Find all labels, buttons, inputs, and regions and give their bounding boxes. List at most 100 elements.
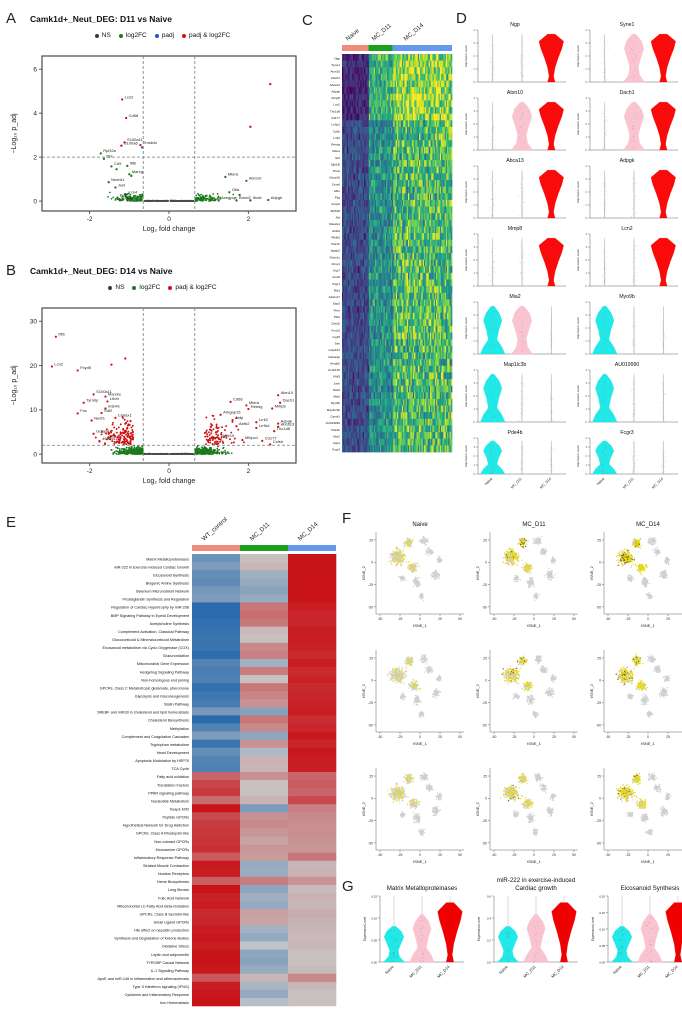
svg-text:Cd68: Cd68 [129,113,139,118]
svg-text:-2: -2 [87,468,93,475]
svg-text:Ifitb: Ifitb [130,161,137,166]
svg-text:Ngp: Ngp [334,56,340,60]
svg-text:Marcks: Marcks [108,391,121,396]
svg-text:Lcn2: Lcn2 [125,94,134,99]
svg-text:Mmp8: Mmp8 [332,96,341,100]
legend-item: log2FC [118,32,147,39]
legend-label: NS [115,284,125,291]
svg-text:Rpl32a: Rpl32a [103,148,116,153]
svg-text:0: 0 [33,198,37,205]
svg-text:4: 4 [33,110,37,117]
svg-text:Marcg: Marcg [132,169,143,174]
svg-text:Lrrk2: Lrrk2 [259,417,269,422]
svg-text:Cospd: Cospd [331,202,340,206]
svg-text:Lcn4: Lcn4 [129,189,138,194]
svg-text:Nedr1: Nedr1 [94,415,106,420]
legend-item: padj [154,32,175,39]
svg-text:Cd177: Cd177 [265,436,278,441]
svg-text:Dach1: Dach1 [283,398,295,403]
svg-text:10: 10 [30,407,38,414]
svg-text:Mtera: Mtera [249,400,260,405]
legend-swatch-ns [108,285,113,290]
svg-text:Dbi: Dbi [106,154,112,159]
svg-text:Retnlg: Retnlg [331,143,340,147]
svg-text:Slpi18l: Slpi18l [331,162,340,166]
svg-text:Dclre1c: Dclre1c [330,255,341,259]
panel-b-letter: B [6,262,17,279]
svg-text:Cybb: Cybb [333,129,340,133]
svg-text:0: 0 [167,468,171,475]
svg-text:0: 0 [167,216,171,223]
legend-swatch-padj-log2fc [168,285,173,290]
svg-text:Tbc1d8: Tbc1d8 [277,426,291,431]
panel-b: B Camk1d+_Neut_DEG: D14 vs Naive NS log2F… [4,256,302,504]
legend-label: log2FC [139,284,161,291]
svg-text:Pde7b: Pde7b [331,242,340,246]
panel-g-violins: Matrix Metalloproteinases0.000.050.100.1… [363,877,682,979]
legend-swatch-padj-log2fc [182,33,187,38]
svg-text:Iqgap2: Iqgap2 [331,249,341,253]
legend-swatch-padj [154,33,159,38]
svg-text:-2: -2 [87,216,93,223]
svg-text:Tbcel: Tbcel [333,169,341,173]
svg-text:Tbc1d8: Tbc1d8 [330,109,340,113]
svg-text:Itd1: Itd1 [335,156,340,160]
svg-text:Chsy1: Chsy1 [331,262,340,266]
svg-text:MC_D11: MC_D11 [371,23,393,43]
svg-text:Gtla: Gtla [232,187,240,192]
svg-text:Atxn10: Atxn10 [331,70,341,74]
svg-text:Atxn10: Atxn10 [249,176,262,181]
svg-text:Lrrfip1: Lrrfip1 [331,123,340,127]
svg-text:Retnlg: Retnlg [251,404,263,409]
svg-text:msb4x: msb4x [108,403,120,408]
svg-text:Sdf2: Sdf2 [104,408,113,413]
svg-text:Tyrobp: Tyrobp [86,398,99,403]
svg-text:Mtera: Mtera [228,172,239,177]
svg-text:Abtb2: Abtb2 [332,229,340,233]
svg-text:Dusp16: Dusp16 [329,176,340,180]
legend-swatch-log2fc [118,33,123,38]
svg-text:Syne1: Syne1 [331,63,340,67]
svg-text:Abi: Abi [336,216,341,220]
svg-text:Cmtax1: Cmtax1 [118,413,133,418]
svg-text:Acegpqe: Acegpqe [221,195,238,200]
svg-text:Gsng: Gsng [123,195,133,200]
legend-label: padj & log2FC [175,284,217,291]
svg-text:Pfkfb2: Pfkfb2 [331,235,340,239]
legend-label: padj & log2FC [189,32,231,39]
svg-text:Abca13: Abca13 [330,83,341,87]
svg-text:Naive: Naive [345,28,361,43]
panel-b-title: Camk1d+_Neut_DEG: D14 vs Naive [30,266,173,276]
svg-text:Log₂ fold change: Log₂ fold change [143,226,196,233]
svg-text:Ptpj: Ptpj [335,196,341,200]
svg-text:2: 2 [33,154,37,161]
panel-a-letter: A [6,10,17,27]
svg-text:2: 2 [247,216,251,223]
svg-text:Nedrd1: Nedrd1 [111,177,125,182]
svg-text:Cd177: Cd177 [331,116,340,120]
svg-text:Ltb4r: Ltb4r [110,396,120,401]
panel-e-letter: E [6,514,17,531]
legend-item: NS [108,284,124,291]
legend-item: log2FC [132,284,160,291]
svg-text:−Log₁₀ p_adj: −Log₁₀ p_adj [11,365,18,406]
legend-item: padj & log2FC [168,284,217,291]
svg-text:Lrrfis1: Lrrfis1 [259,423,271,428]
svg-text:Junl: Junl [118,182,125,187]
svg-text:30: 30 [30,318,38,325]
svg-text:Adpgk: Adpgk [271,195,282,200]
svg-text:Ifnde: Ifnde [253,195,263,200]
svg-text:Mbo: Mbo [334,189,340,193]
svg-text:0: 0 [33,451,37,458]
legend-label: padj [161,32,175,39]
svg-text:Mllrpu1: Mllrpu1 [245,435,259,440]
